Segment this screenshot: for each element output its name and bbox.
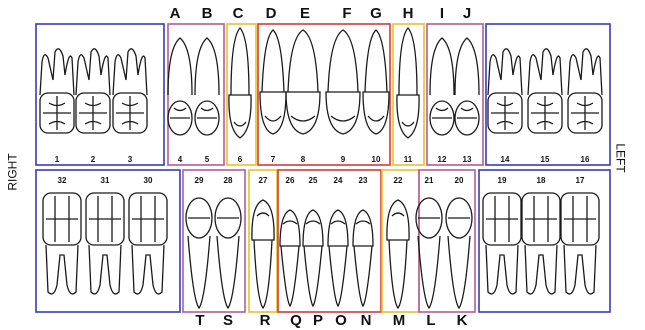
lower-primary-letter: Q xyxy=(290,312,302,329)
lower-tooth-number: 24 xyxy=(334,176,343,185)
lower-tooth-number: 26 xyxy=(286,176,295,185)
lower-tooth-number: 18 xyxy=(537,176,546,185)
lower-tooth-number: 19 xyxy=(498,176,507,185)
lower-primary-letter: S xyxy=(223,312,233,329)
upper-tooth-12 xyxy=(430,38,454,135)
upper-primary-letter: G xyxy=(370,5,382,22)
lower-tooth-20 xyxy=(446,198,472,308)
upper-primary-letter: E xyxy=(300,5,310,22)
lower-tooth-21 xyxy=(416,198,442,308)
lower-left-molar-box xyxy=(479,170,610,312)
upper-primary-letter: D xyxy=(266,5,277,22)
lower-tooth-18 xyxy=(522,193,560,294)
upper-tooth-15 xyxy=(528,49,562,133)
upper-right-molar-box xyxy=(36,24,164,165)
lower-tooth-number: 23 xyxy=(359,176,368,185)
upper-tooth-number: 11 xyxy=(404,155,413,164)
upper-tooth-6 xyxy=(229,28,251,138)
upper-tooth-number: 9 xyxy=(341,155,346,164)
upper-tooth-4 xyxy=(168,38,192,135)
upper-tooth-7 xyxy=(260,30,286,134)
lower-tooth-22 xyxy=(387,200,409,308)
upper-tooth-number: 3 xyxy=(128,155,133,164)
lower-tooth-27 xyxy=(252,200,274,308)
lower-right-canine-box xyxy=(249,170,277,312)
upper-primary-letter: A xyxy=(170,5,181,22)
lower-tooth-25 xyxy=(303,210,323,306)
lower-primary-letter: T xyxy=(195,312,204,329)
lower-tooth-30 xyxy=(129,193,167,294)
lower-tooth-28 xyxy=(215,198,241,308)
upper-tooth-number: 16 xyxy=(581,155,590,164)
lower-right-molar-box xyxy=(36,170,180,312)
upper-tooth-2 xyxy=(76,49,110,133)
lower-tooth-number: 21 xyxy=(425,176,434,185)
lower-left-canine-box xyxy=(382,170,419,312)
lower-tooth-number: 29 xyxy=(195,176,204,185)
upper-primary-letter: F xyxy=(342,5,351,22)
upper-tooth-14 xyxy=(488,49,522,133)
upper-tooth-number: 4 xyxy=(178,155,183,164)
upper-tooth-number: 5 xyxy=(205,155,210,164)
lower-tooth-number: 27 xyxy=(259,176,268,185)
lower-primary-letter: K xyxy=(457,312,468,329)
lower-tooth-number: 30 xyxy=(144,176,153,185)
upper-tooth-9 xyxy=(326,30,360,134)
upper-primary-letter: B xyxy=(202,5,213,22)
lower-tooth-24 xyxy=(328,210,348,306)
upper-tooth-16 xyxy=(568,49,602,133)
lower-tooth-number: 25 xyxy=(309,176,318,185)
upper-tooth-11 xyxy=(397,28,419,138)
lower-primary-letter: M xyxy=(393,312,406,329)
lower-tooth-number: 28 xyxy=(224,176,233,185)
upper-tooth-number: 14 xyxy=(501,155,510,164)
lower-tooth-number: 22 xyxy=(394,176,403,185)
upper-tooth-number: 12 xyxy=(438,155,447,164)
upper-tooth-13 xyxy=(455,38,479,135)
upper-tooth-number: 2 xyxy=(91,155,96,164)
upper-tooth-5 xyxy=(195,38,219,135)
upper-primary-letter: I xyxy=(440,5,444,22)
upper-primary-letter: H xyxy=(403,5,414,22)
lower-primary-letter: P xyxy=(313,312,323,329)
upper-tooth-number: 7 xyxy=(271,155,276,164)
upper-right-premolar-box xyxy=(168,24,224,165)
lower-tooth-31 xyxy=(86,193,124,294)
lower-tooth-number: 20 xyxy=(455,176,464,185)
upper-primary-letter: J xyxy=(463,5,471,22)
lower-tooth-32 xyxy=(43,193,81,294)
upper-tooth-number: 15 xyxy=(541,155,550,164)
lower-tooth-number: 31 xyxy=(101,176,110,185)
upper-tooth-number: 13 xyxy=(463,155,472,164)
lower-right-premolar-box xyxy=(183,170,245,312)
lower-primary-letter: R xyxy=(260,312,271,329)
lower-tooth-23 xyxy=(353,210,373,306)
upper-tooth-number: 1 xyxy=(55,155,60,164)
upper-tooth-number: 6 xyxy=(238,155,243,164)
upper-tooth-8 xyxy=(286,30,320,134)
lower-primary-letter: N xyxy=(361,312,372,329)
lower-primary-letter: O xyxy=(335,312,347,329)
upper-primary-letter: C xyxy=(233,5,244,22)
lower-left-premolar-box xyxy=(419,170,475,312)
lower-tooth-number: 17 xyxy=(576,176,585,185)
upper-left-molar-box xyxy=(486,24,610,165)
upper-tooth-1 xyxy=(40,49,74,133)
lower-primary-letter: L xyxy=(426,312,435,329)
upper-tooth-number: 10 xyxy=(372,155,381,164)
upper-tooth-10 xyxy=(363,30,389,134)
lower-tooth-26 xyxy=(280,210,300,306)
lower-tooth-29 xyxy=(186,198,212,308)
upper-tooth-3 xyxy=(113,49,147,133)
lower-tooth-19 xyxy=(483,193,521,294)
upper-tooth-number: 8 xyxy=(301,155,306,164)
lower-tooth-number: 32 xyxy=(58,176,67,185)
lower-tooth-17 xyxy=(561,193,599,294)
